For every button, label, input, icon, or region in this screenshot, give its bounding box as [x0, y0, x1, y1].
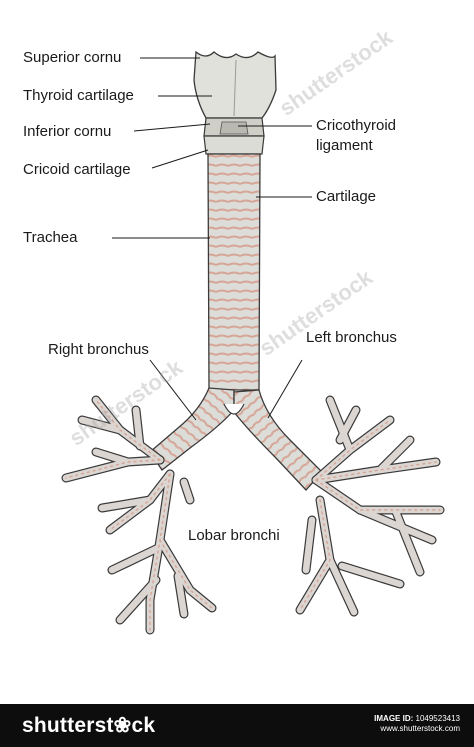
- leader-cricoid-cartilage: [151, 149, 209, 169]
- label-thyroid-cartilage: Thyroid cartilage: [23, 87, 134, 104]
- label-cartilage: Cartilage: [316, 188, 377, 205]
- trachea-shape: [207, 153, 261, 391]
- label-cricoid-cartilage: Cricoid cartilage: [23, 161, 131, 178]
- site-url: www.shutterstock.com: [380, 724, 460, 733]
- label-trachea: Trachea: [23, 229, 78, 246]
- left-bronchus-shape: [233, 389, 323, 491]
- label-right-bronchus: Right bronchus: [48, 341, 149, 358]
- leader-left-bronchus: [267, 359, 303, 419]
- image-id-block: IMAGE ID: 1049523413 www.shutterstock.co…: [374, 714, 460, 734]
- leader-lines: [112, 57, 312, 421]
- label-superior-cornu: Superior cornu: [23, 49, 122, 66]
- label-left-bronchus: Left bronchus: [306, 329, 397, 346]
- label-cricothyroid-line2: ligament: [316, 137, 373, 154]
- right-bronchus-shape: [149, 387, 235, 471]
- image-id-label: IMAGE ID:: [374, 714, 414, 723]
- left-lobar-bronchi: [295, 395, 445, 617]
- respiratory-tree-illustration: [61, 50, 445, 635]
- right-lobar-bronchi: [61, 395, 217, 635]
- leader-right-bronchus: [149, 359, 197, 421]
- label-cricothyroid-line1: Cricothyroid: [316, 117, 397, 134]
- label-cricothyroid-ligament: Cricothyroid ligament: [316, 118, 396, 154]
- image-id-value: 1049523413: [415, 714, 461, 723]
- label-lobar-bronchi: Lobar bronchi: [188, 527, 280, 544]
- brand-logo: shutterst❀ck: [22, 714, 156, 737]
- stock-footer-bar: shutterst❀ck IMAGE ID: 1049523413 www.sh…: [0, 704, 474, 747]
- label-inferior-cornu: Inferior cornu: [23, 123, 112, 140]
- cricoid-cartilage-shape: [203, 135, 265, 155]
- leader-inferior-cornu: [133, 123, 211, 132]
